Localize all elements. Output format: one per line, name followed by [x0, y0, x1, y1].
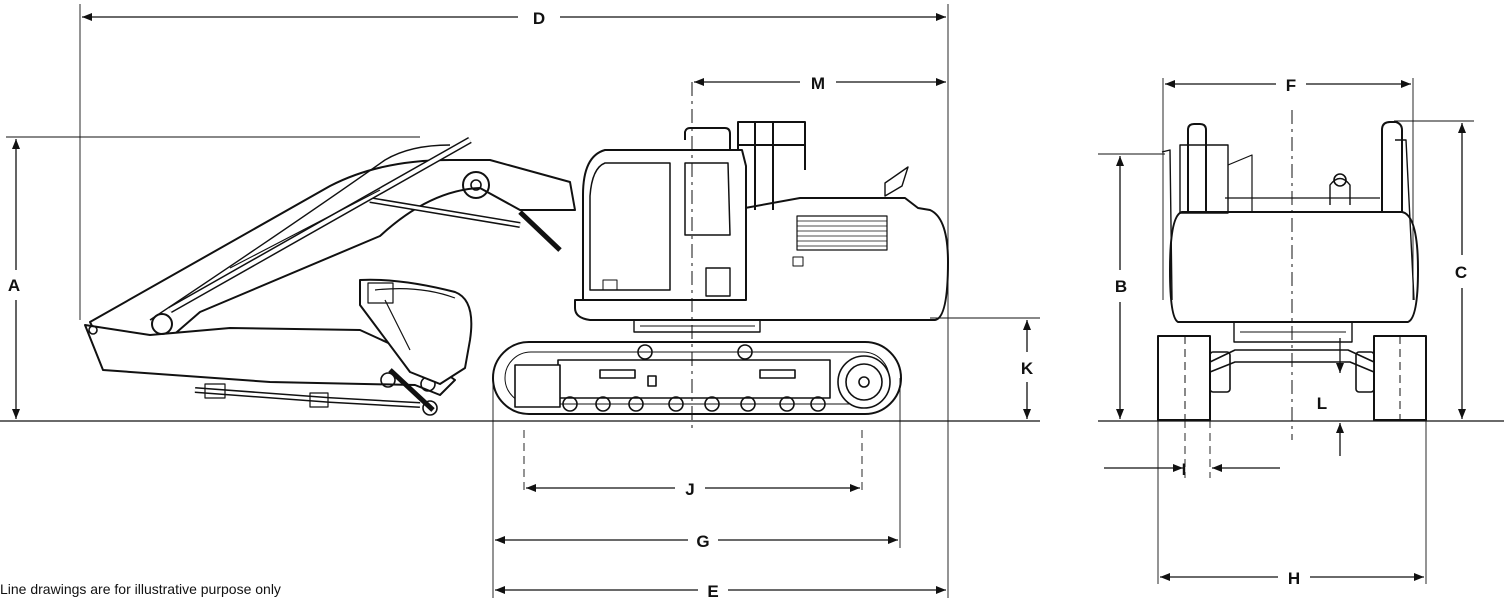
front-body — [1169, 211, 1419, 323]
label-c: C — [1455, 263, 1467, 282]
track-rollers — [562, 344, 826, 412]
label-i: I — [1182, 460, 1187, 479]
label-g: G — [696, 532, 709, 551]
boom — [89, 159, 576, 346]
excavator-front-view — [1157, 121, 1427, 421]
extension-lines — [6, 4, 1474, 598]
cab — [582, 149, 747, 301]
excavator-side-view — [84, 121, 949, 416]
label-l: L — [1317, 394, 1327, 413]
dimension-lines — [12, 13, 1466, 594]
label-f: F — [1286, 76, 1296, 95]
label-h: H — [1288, 569, 1300, 588]
illustration-disclaimer: Line drawings are for illustrative purpo… — [0, 581, 281, 597]
front-track-left — [1157, 335, 1211, 421]
cab-window-side — [684, 162, 731, 236]
label-a: A — [8, 276, 20, 295]
centerlines — [691, 82, 1293, 440]
arm — [84, 324, 456, 396]
label-d: D — [533, 9, 545, 28]
engine-grille — [796, 215, 888, 251]
cab-window-front — [589, 162, 671, 291]
label-b: B — [1115, 277, 1127, 296]
handrails — [737, 121, 806, 210]
label-m: M — [811, 74, 825, 93]
label-j: J — [685, 480, 694, 499]
label-e: E — [707, 582, 718, 601]
label-k: K — [1021, 359, 1034, 378]
